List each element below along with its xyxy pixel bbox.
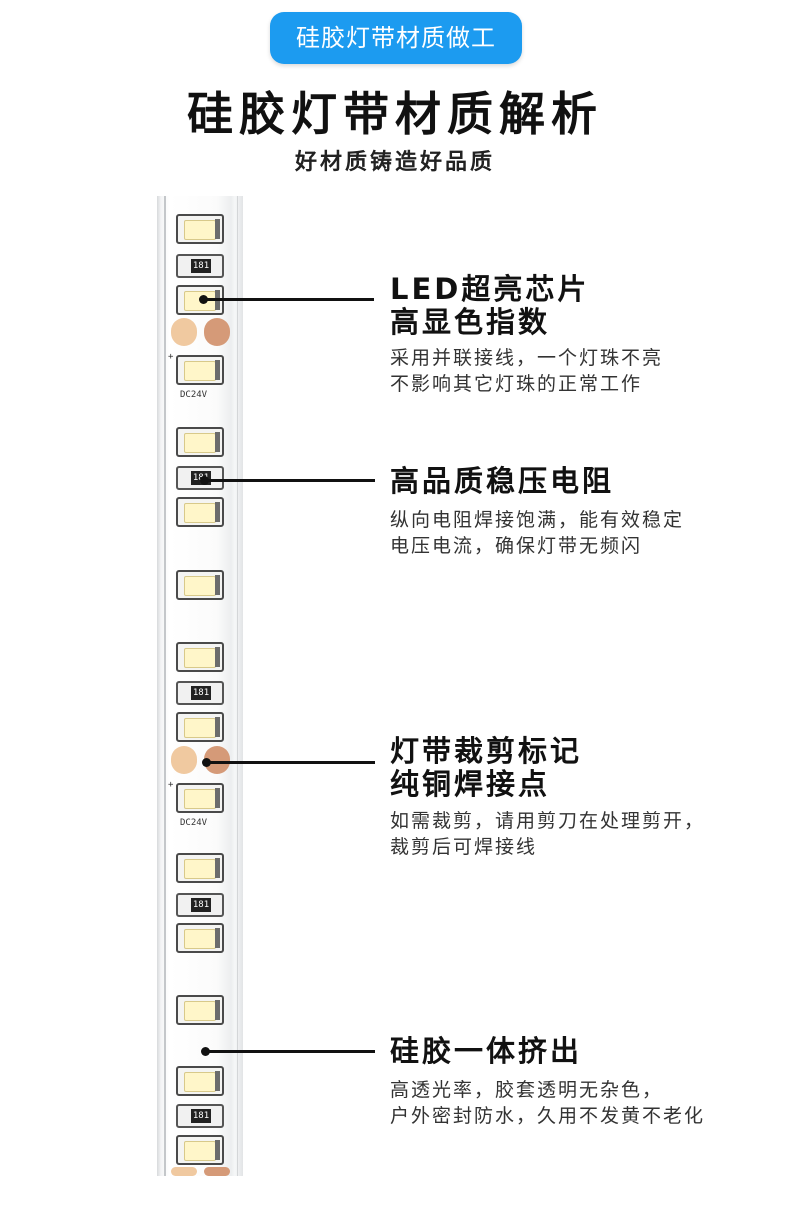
resistor: 181 [176, 1104, 224, 1128]
led-chip [176, 712, 224, 742]
strip-edge [237, 196, 238, 1176]
led-chip [176, 427, 224, 457]
feature-description: 纵向电阻焊接饱满，能有效稳定 [390, 509, 685, 531]
callout-dot [199, 295, 208, 304]
led-chip [176, 642, 224, 672]
feature-description: 户外密封防水，久用不发黄不老化 [390, 1105, 706, 1127]
callout-line [205, 479, 375, 482]
page-subtitle: 好材质铸造好品质 [294, 150, 495, 175]
feature-description: 裁剪后可焊接线 [390, 836, 538, 858]
feature-description: 不影响其它灯珠的正常工作 [390, 373, 643, 395]
copper-pad [204, 318, 230, 346]
led-chip [176, 355, 224, 385]
feature-title: 硅胶一体挤出 [390, 1034, 583, 1068]
strip-edge [164, 196, 166, 1176]
header-badge: 硅胶灯带材质做工 [270, 12, 522, 64]
feature-title: 纯铜焊接点 [390, 767, 551, 801]
page-title: 硅胶灯带材质解析 [187, 87, 603, 141]
feature-title: 灯带裁剪标记 [390, 734, 583, 768]
feature-title: 高显色指数 [390, 305, 551, 339]
resistor: 181 [176, 893, 224, 917]
voltage-label: DC24V [180, 390, 208, 400]
copper-pad [204, 1167, 230, 1176]
led-chip [176, 853, 224, 883]
copper-pad [171, 1167, 197, 1176]
led-chip [176, 497, 224, 527]
feature-title: 高品质稳压电阻 [390, 464, 615, 498]
feature-title: LED超亮芯片 [390, 272, 590, 306]
led-chip [176, 570, 224, 600]
led-chip [176, 1066, 224, 1096]
led-chip [176, 923, 224, 953]
resistor: 181 [176, 681, 224, 705]
callout-dot [202, 758, 211, 767]
voltage-label: DC24V [180, 818, 208, 828]
callout-line [206, 1050, 375, 1053]
led-chip [176, 995, 224, 1025]
plus-mark: + [168, 780, 174, 790]
callout-dot [200, 476, 209, 485]
plus-mark: + [168, 352, 174, 362]
feature-description: 采用并联接线，一个灯珠不亮 [390, 347, 664, 369]
copper-pad [171, 746, 197, 774]
led-chip [176, 214, 224, 244]
led-chip [176, 783, 224, 813]
feature-description: 高透光率，胶套透明无杂色， [390, 1079, 664, 1101]
led-chip [176, 1135, 224, 1165]
callout-line [204, 298, 374, 301]
copper-pad [171, 318, 197, 346]
callout-line [207, 761, 375, 764]
callout-dot [201, 1047, 210, 1056]
resistor: 181 [176, 254, 224, 278]
feature-description: 如需裁剪，请用剪刀在处理剪开， [390, 810, 706, 832]
feature-description: 电压电流，确保灯带无频闪 [390, 535, 643, 557]
